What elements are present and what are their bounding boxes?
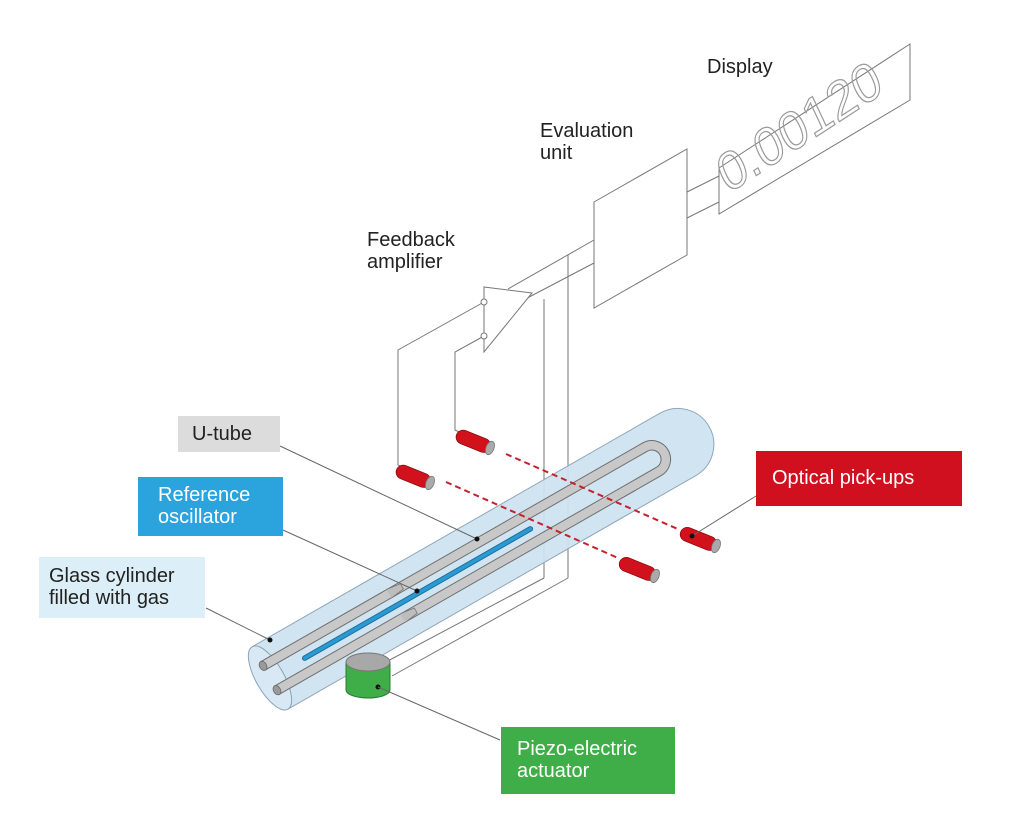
pickup-lower-left bbox=[395, 464, 435, 491]
piezo-actuator-label-line1: Piezo-electric bbox=[517, 738, 638, 760]
pickup-upper-right bbox=[679, 526, 721, 554]
feedback-amplifier-label-line1: Feedback bbox=[367, 229, 455, 251]
optical-pickups-label-box: Optical pick-ups bbox=[756, 451, 962, 506]
glass-cylinder bbox=[247, 407, 715, 711]
leader-glass bbox=[205, 607, 271, 641]
optical-pickups-label: Optical pick-ups bbox=[772, 467, 915, 489]
feedback-amplifier bbox=[480, 286, 533, 354]
leader-lines bbox=[205, 445, 757, 741]
leader-optical bbox=[691, 495, 757, 537]
glass-cylinder-label-box: Glass cylinder filled with gas bbox=[39, 557, 205, 618]
evaluation-unit-label: Evaluation unit bbox=[540, 120, 633, 164]
u-tube-label-box: U-tube bbox=[178, 416, 280, 452]
glass-cylinder-label-line2: filled with gas bbox=[49, 587, 170, 609]
piezo-actuator-label-line2: actuator bbox=[517, 760, 590, 782]
leader-reference bbox=[282, 529, 418, 592]
glass-cylinder-label-line1: Glass cylinder bbox=[49, 565, 175, 587]
u-tube-label: U-tube bbox=[192, 423, 253, 445]
evaluation-unit-box bbox=[593, 148, 688, 309]
optical-pickups bbox=[395, 429, 721, 584]
feedback-amplifier-label-line2: amplifier bbox=[367, 251, 443, 273]
pickup-upper-left bbox=[455, 429, 495, 456]
piezo-actuator bbox=[345, 652, 391, 699]
leader-piezo bbox=[377, 686, 501, 741]
u-tube bbox=[258, 440, 672, 696]
evaluation-unit-label-line2: unit bbox=[540, 142, 573, 164]
reference-oscillator-label-line2: oscillator bbox=[158, 506, 237, 528]
evaluation-unit-label-line1: Evaluation bbox=[540, 120, 634, 142]
leader-dots bbox=[267, 533, 695, 643]
reference-oscillator-label-box: Reference oscillator bbox=[138, 477, 283, 536]
leader-u-tube bbox=[279, 445, 478, 540]
display-label: Display bbox=[707, 56, 773, 78]
eval-display-wires bbox=[686, 175, 720, 219]
reference-oscillator-label-line1: Reference bbox=[158, 484, 251, 506]
optical-beams bbox=[445, 453, 681, 559]
pickup-lower-right bbox=[618, 556, 660, 584]
piezo-actuator-label-box: Piezo-electric actuator bbox=[501, 727, 675, 794]
feedback-amplifier-label: Feedback amplifier bbox=[367, 229, 455, 273]
